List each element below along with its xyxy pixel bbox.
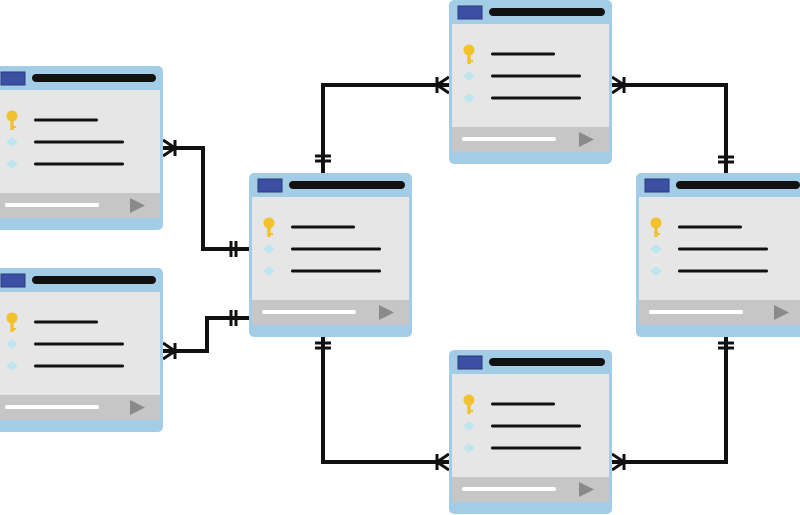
field-row-line [491,446,581,450]
crows-foot-marker [436,75,450,95]
crows-foot-marker [611,452,625,472]
diamond-icon [463,421,475,431]
table-left-top[interactable] [0,66,163,230]
field-row-line [34,364,124,368]
key-icon [6,110,18,130]
play-arrow-icon[interactable] [774,305,789,320]
play-arrow-icon[interactable] [579,482,594,497]
field-row-line [491,52,555,56]
crows-foot-marker [611,75,625,95]
field-row-line [34,342,124,346]
key-icon [463,394,475,414]
field-row-line [34,118,98,122]
diamond-icon [263,266,275,276]
field-row-line [34,162,124,166]
field-row-line [34,140,124,144]
diamond-icon [6,159,18,169]
crows-foot-marker [162,138,176,158]
diamond-icon [463,443,475,453]
key-icon [6,312,18,332]
table-left-bottom[interactable] [0,268,163,432]
field-row-line [491,74,581,78]
window-icon [0,71,26,86]
footer-scroll-bar [5,203,99,207]
table-title-bar [32,276,156,284]
field-row-line [678,247,768,251]
window-icon [257,178,283,193]
field-row-line [491,402,555,406]
connector-right-bottom [612,337,728,464]
table-title-bar [489,8,605,16]
footer-scroll-bar [462,137,556,141]
table-title-bar [32,74,156,82]
field-row-line [291,225,355,229]
footer-scroll-bar [5,405,99,409]
window-icon [0,273,26,288]
connector-left-top-center [163,146,249,251]
field-row-line [291,269,381,273]
key-icon [650,217,662,237]
window-icon [457,355,483,370]
connector-center-top [321,83,449,173]
diamond-icon [263,244,275,254]
play-arrow-icon[interactable] [130,400,145,415]
play-arrow-icon[interactable] [579,132,594,147]
table-title-bar [289,181,405,189]
diamond-icon [463,71,475,81]
diamond-icon [650,244,662,254]
crows-foot-marker [436,452,450,472]
footer-scroll-bar [649,310,743,314]
table-top[interactable] [449,0,612,164]
footer-scroll-bar [462,487,556,491]
diamond-icon [650,266,662,276]
connector-right-top [612,83,728,173]
connector-left-bottom-center [163,316,249,353]
table-center[interactable] [249,173,412,337]
window-icon [457,5,483,20]
table-title-bar [489,358,605,366]
diamond-icon [6,339,18,349]
window-icon [644,178,670,193]
table-title-bar [676,181,800,189]
footer-scroll-bar [262,310,356,314]
field-row-line [491,96,581,100]
diamond-icon [463,93,475,103]
field-row-line [34,320,98,324]
field-row-line [291,247,381,251]
diamond-icon [6,137,18,147]
crows-foot-marker [162,341,176,361]
table-right[interactable] [636,173,800,337]
field-row-line [491,424,581,428]
connector-center-bottom [321,337,449,464]
play-arrow-icon[interactable] [130,198,145,213]
field-row-line [678,225,742,229]
diamond-icon [6,361,18,371]
field-row-line [678,269,768,273]
table-bottom[interactable] [449,350,612,514]
connectors [162,75,734,472]
key-icon [463,44,475,64]
play-arrow-icon[interactable] [379,305,394,320]
key-icon [263,217,275,237]
